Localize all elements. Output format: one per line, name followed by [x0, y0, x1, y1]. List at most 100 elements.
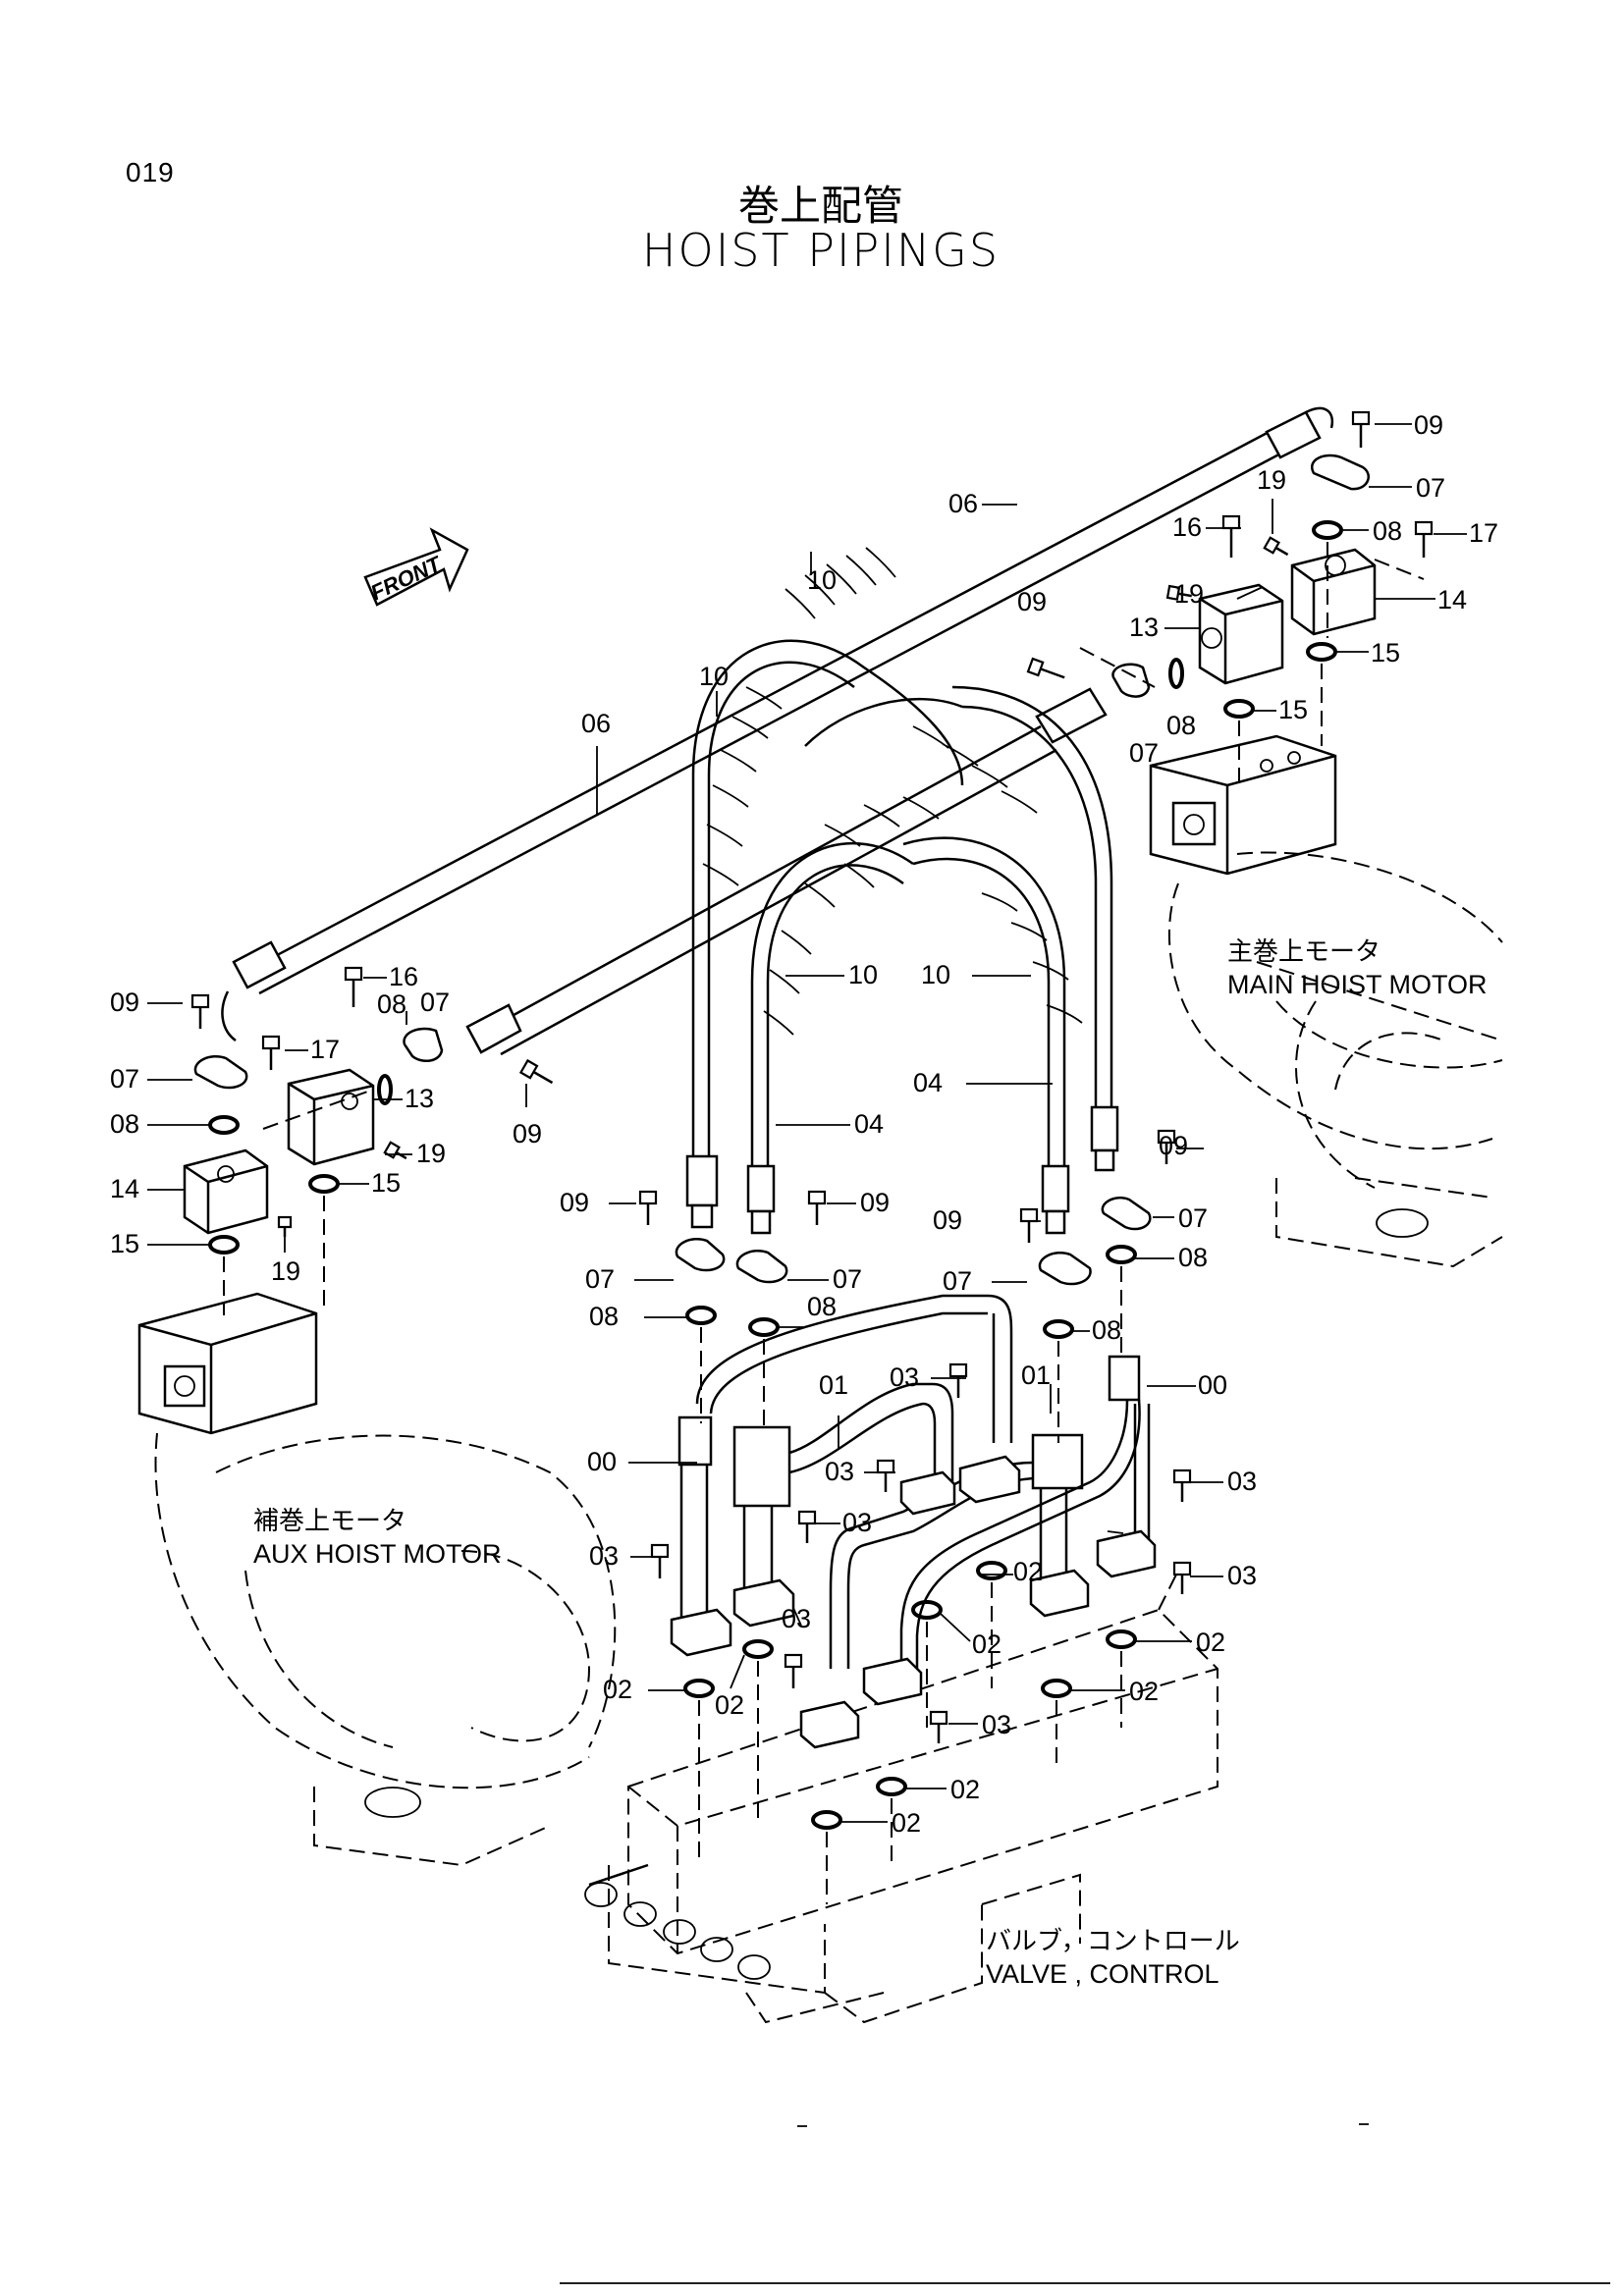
- page-edge-lines: [560, 2123, 1610, 2284]
- pipe-01-left: [732, 1382, 954, 1610]
- callout-labels: 09 19 07 08 17 16 14 19 13 09 15 15 08 0…: [110, 410, 1498, 1838]
- callout-02: 02: [603, 1675, 632, 1704]
- callout-07: 07: [943, 1266, 972, 1296]
- callout-07: 07: [585, 1264, 615, 1294]
- callout-15: 15: [371, 1168, 401, 1198]
- callout-10: 10: [807, 565, 837, 595]
- spiral-guard-10: [702, 547, 1083, 1036]
- callout-02: 02: [715, 1690, 744, 1720]
- split-flanges-07: [193, 454, 1370, 1286]
- callout-06: 06: [581, 709, 611, 738]
- hose-fittings: [685, 1105, 1119, 1235]
- callout-02: 02: [1196, 1628, 1225, 1657]
- callout-07: 07: [1178, 1203, 1208, 1233]
- callout-07: 07: [420, 988, 450, 1017]
- control-valve: [584, 1570, 1218, 2024]
- callout-15: 15: [1371, 638, 1400, 667]
- callout-08: 08: [589, 1302, 619, 1331]
- control-valve-en: VALVE , CONTROL: [986, 1959, 1219, 1989]
- callout-08: 08: [807, 1292, 837, 1321]
- tube-06-upper: [221, 406, 1334, 1042]
- front-arrow-sign: FRONT: [363, 527, 469, 607]
- callout-09: 09: [1017, 587, 1047, 616]
- callout-02: 02: [950, 1775, 980, 1804]
- callout-07: 07: [1416, 473, 1445, 503]
- callout-03: 03: [890, 1362, 919, 1392]
- callout-02: 02: [892, 1808, 921, 1838]
- callout-04: 04: [913, 1068, 943, 1097]
- callout-07: 07: [833, 1264, 862, 1294]
- callout-16: 16: [389, 962, 418, 991]
- callout-09: 09: [110, 988, 139, 1017]
- callout-04: 04: [854, 1109, 884, 1139]
- callout-16: 16: [1172, 512, 1202, 542]
- callout-08: 08: [1178, 1243, 1208, 1272]
- callout-00: 00: [1198, 1370, 1227, 1400]
- callout-10: 10: [921, 960, 950, 989]
- main-hoist-motor: [1149, 734, 1503, 1268]
- control-valve-jp: バルブ，コントロール: [986, 1927, 1240, 1956]
- page-number: 019: [126, 157, 175, 187]
- main-hoist-motor-en: MAIN HOIST MOTOR: [1227, 970, 1488, 999]
- callout-01: 01: [819, 1370, 848, 1400]
- main-hoist-motor-jp: 主巻上モータ: [1227, 937, 1380, 967]
- callout-15: 15: [1278, 695, 1308, 724]
- page-title-japanese: 巻上配管: [737, 182, 903, 230]
- bolts: [190, 410, 1434, 1743]
- callout-03: 03: [825, 1457, 854, 1486]
- callout-14: 14: [1437, 585, 1467, 614]
- callout-08: 08: [110, 1109, 139, 1139]
- callout-13: 13: [405, 1084, 434, 1113]
- tube-06-lower: [465, 687, 1108, 1056]
- block-13-left: [287, 1068, 375, 1166]
- hose-04-inner: [750, 836, 1066, 1168]
- callout-03: 03: [589, 1541, 619, 1571]
- front-label: FRONT: [367, 551, 447, 605]
- block-13-right: [1198, 583, 1284, 685]
- callout-09: 09: [933, 1205, 962, 1235]
- pipe-flanges: [670, 1455, 1157, 1749]
- callout-17: 17: [310, 1035, 340, 1064]
- callout-02: 02: [1129, 1677, 1159, 1706]
- callout-09: 09: [860, 1188, 890, 1217]
- callout-03: 03: [782, 1604, 811, 1633]
- callout-19: 19: [1174, 579, 1204, 609]
- callout-02: 02: [1013, 1557, 1043, 1586]
- callout-15: 15: [110, 1229, 139, 1258]
- center-lines: [223, 542, 1425, 1904]
- callout-08: 08: [1373, 516, 1402, 546]
- pipe-00-left: [677, 1294, 1013, 1629]
- callout-10: 10: [699, 662, 729, 691]
- block-14-left: [183, 1148, 269, 1235]
- hose-04-outer: [691, 639, 1113, 1158]
- page-title: HOIST PIPINGS: [641, 224, 1001, 277]
- pipe-00-right: [899, 1355, 1151, 1688]
- callout-13: 13: [1129, 613, 1159, 642]
- callout-07: 07: [110, 1064, 139, 1094]
- callout-10: 10: [848, 960, 878, 989]
- callout-19: 19: [1257, 465, 1286, 495]
- leader-lines: [147, 423, 1467, 1823]
- callout-08: 08: [1092, 1315, 1121, 1345]
- callout-07: 07: [1129, 738, 1159, 768]
- callout-03: 03: [982, 1710, 1011, 1739]
- aux-hoist-motor-en: AUX HOIST MOTOR: [253, 1539, 502, 1569]
- callout-14: 14: [110, 1174, 139, 1203]
- pipe-01-right: [829, 1433, 1084, 1669]
- aux-hoist-motor: [137, 1292, 617, 1867]
- aux-hoist-motor-jp: 補巻上モータ: [253, 1507, 406, 1536]
- callout-08: 08: [1166, 711, 1196, 740]
- callout-03: 03: [1227, 1467, 1257, 1496]
- callout-09: 09: [1414, 410, 1443, 440]
- callout-19: 19: [271, 1256, 300, 1286]
- callout-03: 03: [842, 1508, 872, 1537]
- block-14-right: [1290, 548, 1377, 636]
- callout-19: 19: [416, 1139, 446, 1168]
- callout-00: 00: [587, 1447, 617, 1476]
- callout-09: 09: [560, 1188, 589, 1217]
- callout-03: 03: [1227, 1561, 1257, 1590]
- callout-01: 01: [1021, 1361, 1051, 1390]
- callout-06: 06: [948, 489, 978, 518]
- callout-08: 08: [377, 989, 406, 1019]
